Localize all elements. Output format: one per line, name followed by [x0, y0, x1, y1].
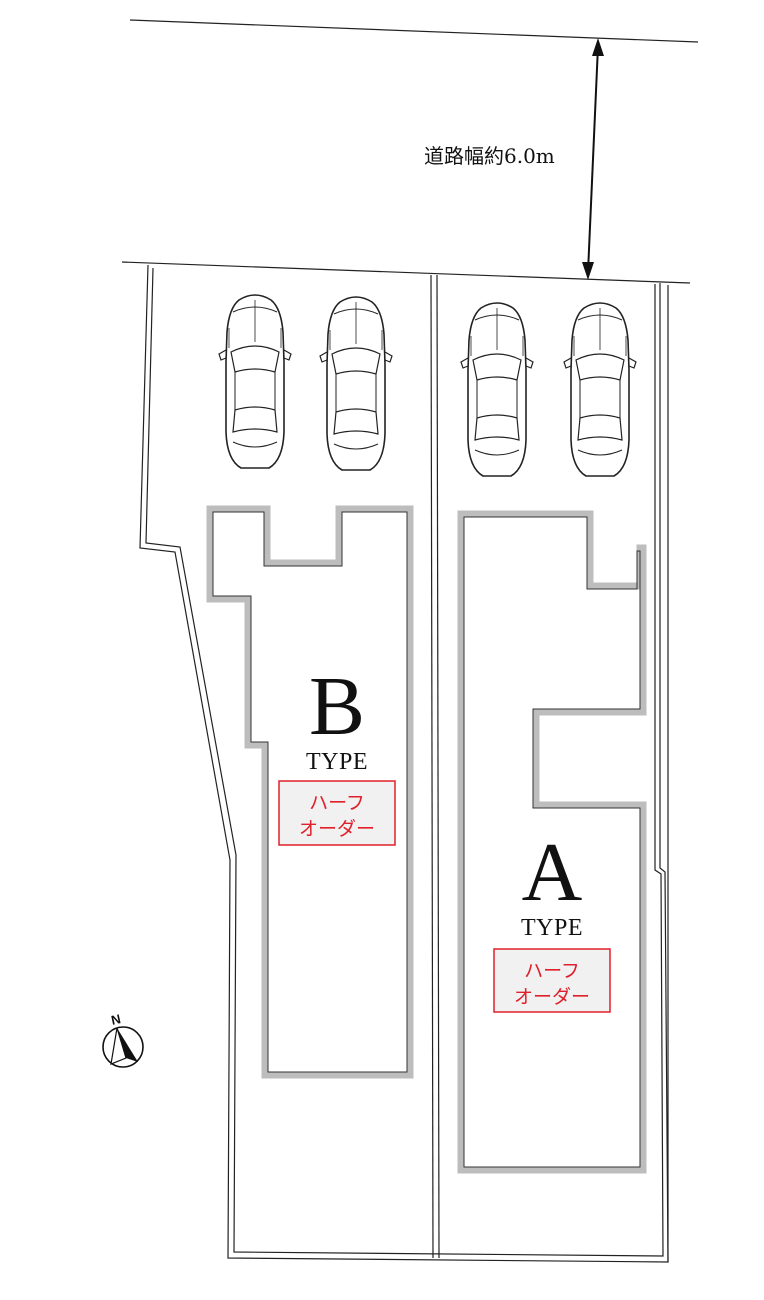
lot-a-letter: A: [522, 826, 583, 919]
lot-b-badge-line2: オーダー: [299, 818, 375, 840]
car-icon: [460, 302, 534, 477]
car-icon: [563, 302, 637, 477]
north-arrow-icon: N: [102, 1011, 144, 1068]
road-edge-far: [129, 19, 699, 43]
lot-a-badge: [493, 948, 611, 1013]
parking-lot-b: [218, 294, 393, 471]
lot-b-type: TYPE: [306, 749, 368, 775]
north-label: N: [110, 1011, 122, 1028]
car-icon: [218, 294, 292, 469]
lot-b-letter: B: [309, 660, 365, 753]
lot-a-badge-line2: オーダー: [514, 986, 590, 1008]
arrow-up-icon: [592, 38, 604, 56]
lot-a-badge-line1: ハーフ: [524, 960, 580, 982]
parking-lot-a: [460, 302, 637, 477]
site-boundary: [139, 264, 669, 1263]
lot-b-label: B TYPE ハーフ オーダー: [278, 660, 396, 846]
lot-divider: [430, 274, 440, 1259]
road-width-label: 道路幅約6.0m: [424, 144, 555, 168]
lot-b-badge: [278, 780, 396, 846]
lot-b-badge-line1: ハーフ: [309, 792, 365, 814]
car-icon: [319, 296, 393, 471]
lot-a-label: A TYPE ハーフ オーダー: [493, 826, 611, 1013]
road-width-dimension: [582, 38, 604, 280]
arrow-down-icon: [582, 262, 594, 280]
lot-a-type: TYPE: [521, 915, 583, 941]
road-edge-near: [121, 261, 691, 284]
